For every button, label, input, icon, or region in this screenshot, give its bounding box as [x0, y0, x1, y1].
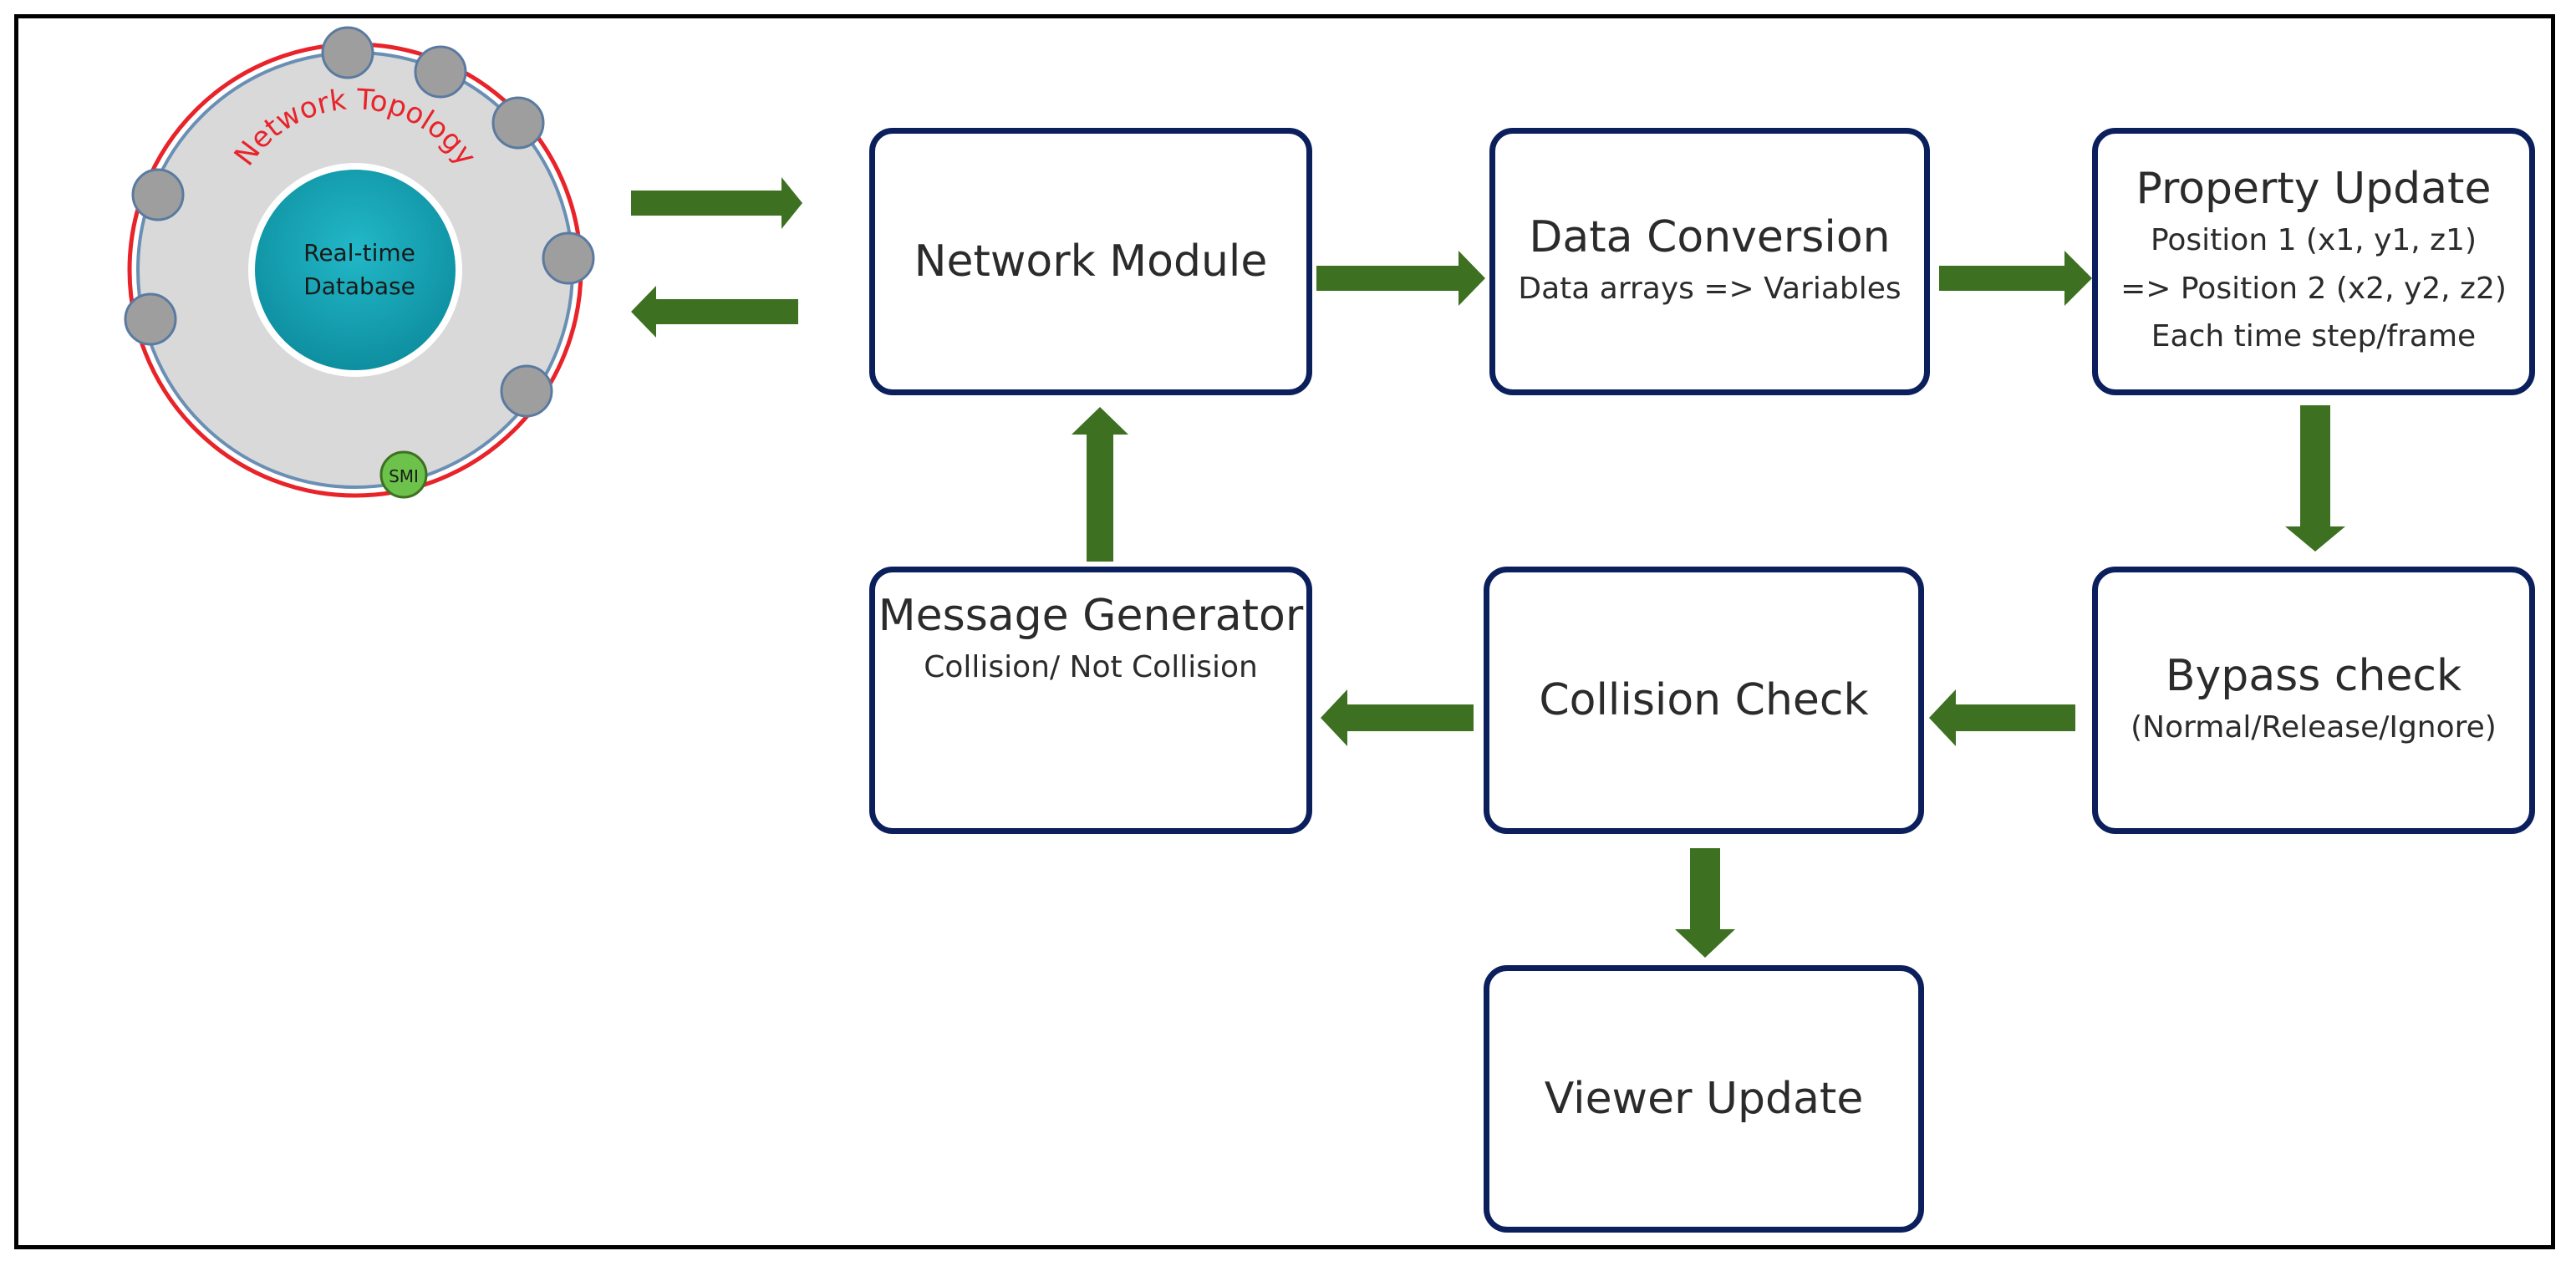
- viewer-update-title: Viewer Update: [1544, 1073, 1864, 1124]
- bypass-check-box: Bypass check (Normal/Release/Ignore): [2092, 567, 2535, 834]
- arrow-right-icon: [1316, 251, 1485, 306]
- message-generator-title: Message Generator: [878, 591, 1304, 641]
- network-module-title: Network Module: [914, 236, 1268, 287]
- property-update-line1: Position 1 (x1, y1, z1): [2150, 223, 2477, 258]
- node: [414, 45, 467, 99]
- node: [500, 364, 553, 418]
- node: [542, 231, 595, 285]
- property-update-line3: Each time step/frame: [2151, 319, 2477, 354]
- message-generator-subtitle: Collision/ Not Collision: [924, 650, 1258, 684]
- collision-check-title: Collision Check: [1539, 674, 1869, 725]
- node: [321, 26, 374, 79]
- arrows: [631, 177, 2345, 958]
- node: [124, 292, 177, 346]
- arrow-down-icon: [2285, 405, 2345, 552]
- topology-nodes: [124, 26, 595, 499]
- property-update-title: Property Update: [2136, 164, 2492, 215]
- data-conversion-title: Data Conversion: [1529, 211, 1891, 262]
- property-update-box: Property Update Position 1 (x1, y1, z1) …: [2092, 128, 2535, 395]
- arrow-left-icon: [631, 286, 798, 338]
- arrow-right-icon: [631, 177, 802, 229]
- network-module-box: Network Module: [869, 128, 1312, 395]
- node: [131, 168, 185, 221]
- message-generator-box: Message Generator Collision/ Not Collisi…: [869, 567, 1312, 834]
- bypass-check-title: Bypass check: [2165, 650, 2462, 701]
- smi-label: SMI: [389, 466, 419, 486]
- arrow-down-icon: [1675, 848, 1735, 958]
- database-circle: [255, 170, 456, 370]
- smi-node: [379, 450, 428, 499]
- property-update-line2: => Position 2 (x2, y2, z2): [2120, 271, 2507, 306]
- bypass-check-subtitle: (Normal/Release/Ignore): [2131, 709, 2497, 745]
- viewer-update-box: Viewer Update: [1484, 965, 1924, 1233]
- arrow-left-icon: [1321, 689, 1474, 746]
- data-conversion-subtitle: Data arrays => Variables: [1518, 271, 1901, 306]
- arrow-right-icon: [1939, 251, 2092, 306]
- diagram-frame: [14, 14, 2555, 1249]
- database-label-line1: Real-time: [303, 239, 415, 267]
- database-label-line2: Database: [303, 272, 415, 300]
- arrow-up-icon: [1072, 407, 1128, 562]
- collision-check-box: Collision Check: [1484, 567, 1924, 834]
- arrow-left-icon: [1929, 689, 2075, 746]
- data-conversion-box: Data Conversion Data arrays => Variables: [1489, 128, 1930, 395]
- node: [491, 96, 545, 150]
